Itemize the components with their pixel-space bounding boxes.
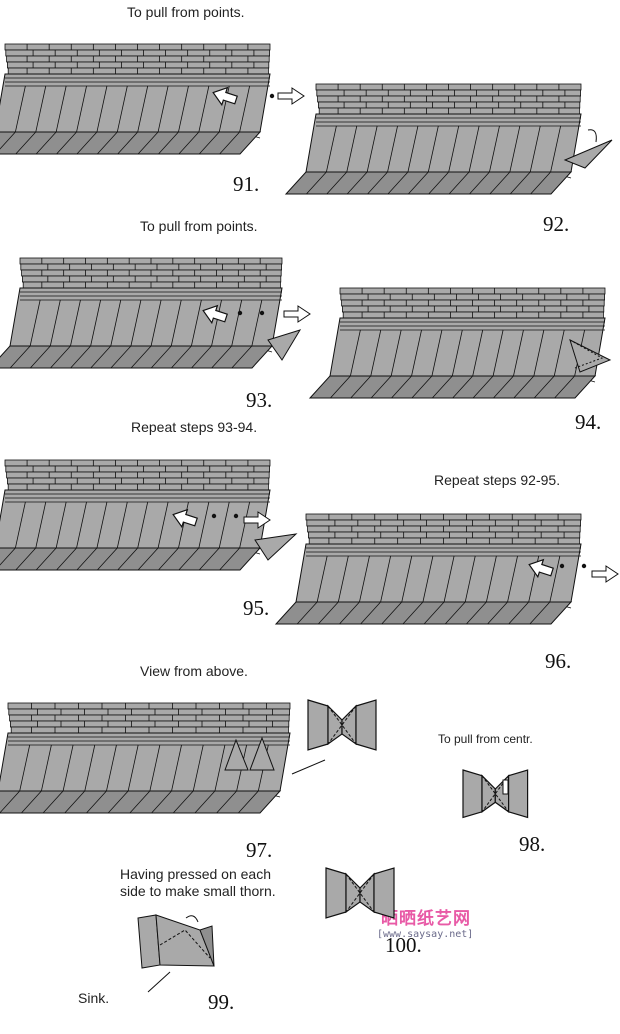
push-arrow-icon [528,558,554,579]
sink-pointer-line [147,971,171,993]
pull-arrow-icon [591,565,619,583]
step-97-thorn [249,736,275,771]
step-number-97: 97. [246,838,273,862]
caption-step-96: Repeat steps 92-95. [434,472,561,488]
step-97-thorn [224,738,249,771]
watermark-chinese: 晒晒纸艺网 [381,909,471,929]
step-number-95: 95. [243,596,270,620]
step-99-model [137,914,215,969]
push-arrow-icon [172,508,198,529]
push-arrow-icon [202,304,228,325]
step-95-model [0,459,271,571]
step-number-92: 92. [543,212,570,236]
step-100-model [325,867,395,919]
pull-arrow-icon [502,779,509,795]
caption-step-93: To pull from points. [140,218,258,234]
step-94-model [308,287,606,399]
caption-sink: Sink. [78,990,110,1006]
push-arrow-icon [212,86,238,107]
step-number-96: 96. [545,649,572,673]
step-92-model [284,83,582,195]
step-95-flap [254,533,298,561]
step-number-93: 93. [246,388,273,412]
caption-step-99-line2: side to make small thorn. [120,883,276,899]
step-number-94: 94. [575,410,602,434]
caption-step-98: To pull from centr. [438,732,533,746]
step-92-rotate-arrow [587,129,597,143]
step-number-98: 98. [519,832,546,856]
step-94-dashed-fold [569,339,604,369]
step-93-model [0,257,283,369]
step-97-top-view [307,699,377,751]
step-97-pointer-line [291,759,326,775]
step-96-model [274,513,587,625]
step-98-model [462,769,529,819]
step-94-flap [569,339,612,373]
step-93-flap [267,329,302,361]
step-92-fold-flap [563,139,613,169]
step-91-model [0,43,275,155]
step-97-model [0,702,291,814]
watermark-url: [www.saysay.net] [377,929,474,940]
step-number-100: 100. [385,933,422,957]
pull-arrow-icon [243,511,271,529]
pull-arrow-icon [283,305,311,323]
pull-arrow-icon [277,87,305,105]
step-number-99: 99. [208,990,235,1014]
step-number-91: 91. [233,172,260,196]
caption-step-99-line1: Having pressed on each [120,866,271,882]
caption-step-95: Repeat steps 93-94. [131,419,258,435]
caption-step-91: To pull from points. [127,4,245,20]
caption-step-97: View from above. [140,663,248,679]
